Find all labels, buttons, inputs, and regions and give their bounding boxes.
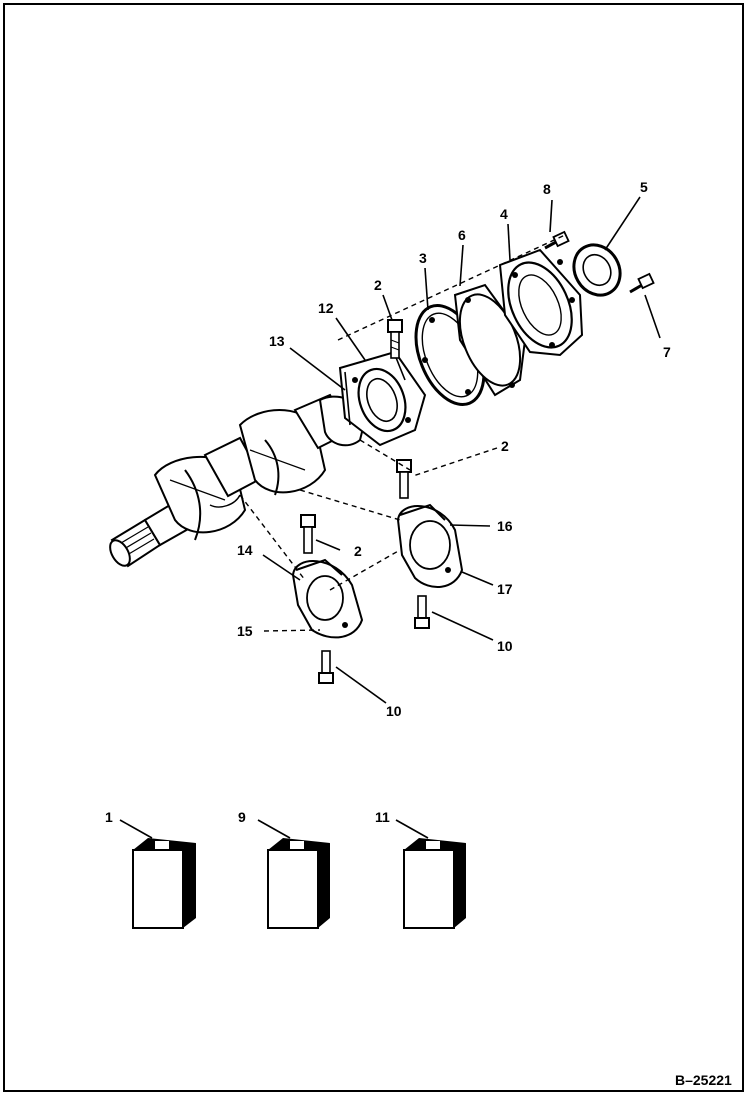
callout-10-right: 10 xyxy=(497,638,513,654)
retainer-part-4 xyxy=(498,248,584,357)
callout-4: 4 xyxy=(500,206,508,222)
callout-8: 8 xyxy=(543,181,551,197)
callout-12: 12 xyxy=(318,300,334,316)
bolt-part-2-upper xyxy=(387,319,403,359)
kit-box-part-11 xyxy=(403,838,466,929)
seal-housing-part-12 xyxy=(338,350,427,447)
callout-14: 14 xyxy=(237,542,253,558)
callout-16: 16 xyxy=(497,518,513,534)
callout-9: 9 xyxy=(238,809,246,825)
plate-part-6 xyxy=(453,283,527,397)
callout-1: 1 xyxy=(105,809,113,825)
callout-2-top: 2 xyxy=(374,277,382,293)
callout-2-right: 2 xyxy=(501,438,509,454)
leader-lines xyxy=(119,196,661,839)
callout-3: 3 xyxy=(419,250,427,266)
bolt-part-10-left xyxy=(318,650,334,684)
bolt-part-10-right xyxy=(414,595,430,629)
bolt-part-2-left xyxy=(300,514,316,554)
callout-17: 17 xyxy=(497,581,513,597)
bolt-part-8 xyxy=(544,230,570,250)
bearing-cap-part-17 xyxy=(396,503,464,589)
alignment-line xyxy=(239,494,306,581)
alignment-line xyxy=(337,234,566,341)
callout-15: 15 xyxy=(237,623,253,639)
bearing-cap-part-14 xyxy=(291,558,364,639)
callout-7: 7 xyxy=(663,344,671,360)
callout-2-left: 2 xyxy=(354,543,362,559)
bolt-part-2-right xyxy=(396,459,412,499)
callout-6: 6 xyxy=(458,227,466,243)
callout-5: 5 xyxy=(640,179,648,195)
alignment-line xyxy=(359,439,411,471)
reference-code: B–25221 xyxy=(675,1072,732,1088)
crankshaft xyxy=(109,393,367,568)
callout-10-left: 10 xyxy=(386,703,402,719)
seal-part-5 xyxy=(572,243,622,297)
alignment-line xyxy=(329,549,401,591)
bolt-part-7 xyxy=(629,272,655,294)
callout-11: 11 xyxy=(375,809,390,825)
kit-box-part-1 xyxy=(132,838,196,929)
kit-box-part-9 xyxy=(267,838,330,929)
callout-13: 13 xyxy=(269,333,285,349)
